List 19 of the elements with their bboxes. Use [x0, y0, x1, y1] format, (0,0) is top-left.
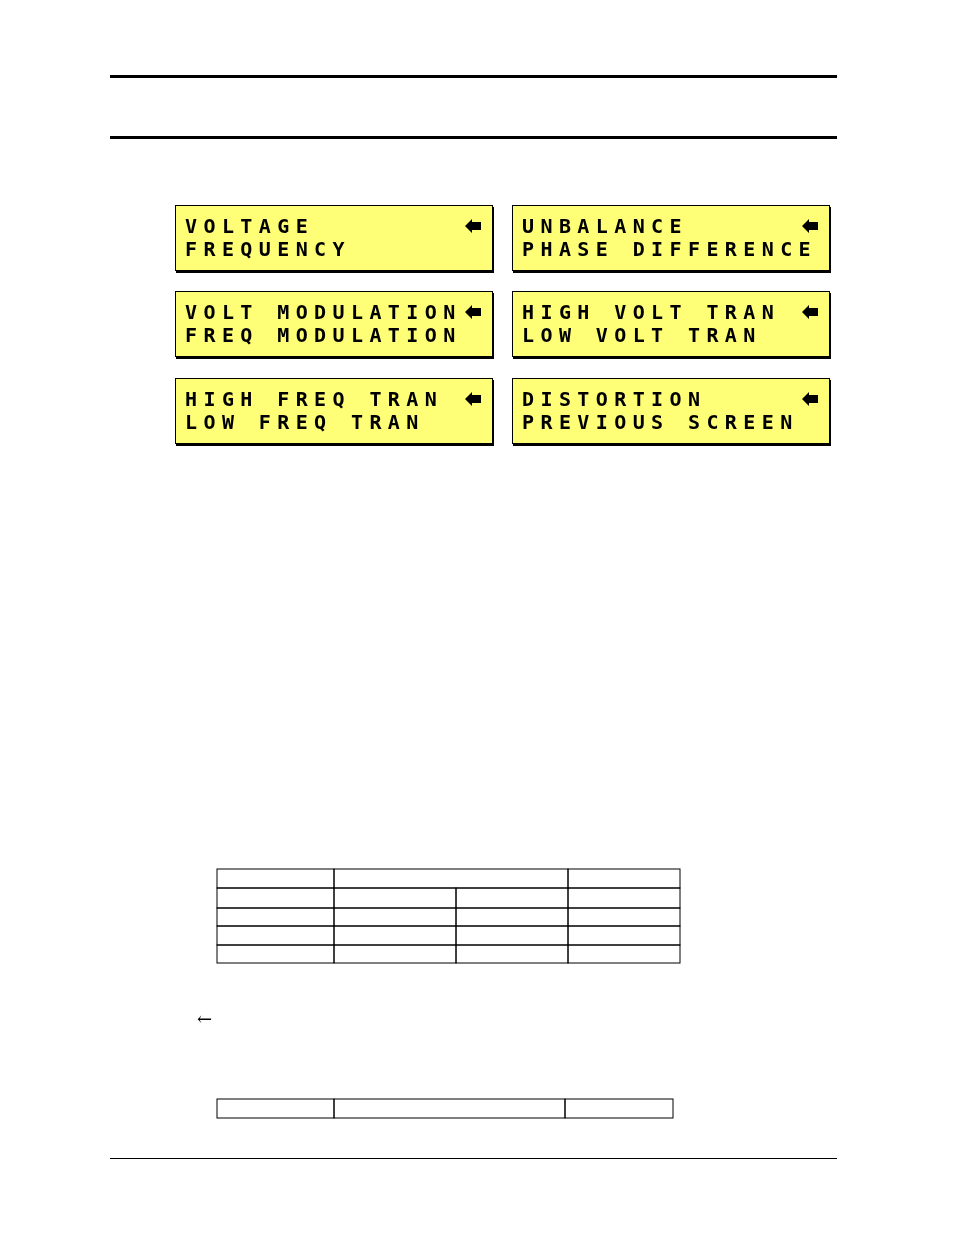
screen-text: PREVIOUS SCREEN: [522, 411, 799, 433]
screen-text: HIGH FREQ TRAN: [185, 388, 444, 410]
arrow-symbol: ←: [197, 1008, 213, 1029]
screen-text: VOLT MODULATION: [185, 301, 462, 323]
lcd-screen: [175, 291, 493, 357]
lcd-screen: [512, 291, 830, 357]
screen-text: DISTORTION: [522, 388, 707, 410]
screen-text: HIGH VOLT TRAN: [522, 301, 781, 323]
screen-text: FREQUENCY: [185, 238, 351, 260]
screen-text: LOW FREQ TRAN: [185, 411, 425, 433]
screen-text: PHASE DIFFERENCE: [522, 238, 818, 260]
lcd-screen: [512, 205, 830, 271]
lcd-screen: [175, 378, 493, 444]
screen-text: LOW VOLT TRAN: [522, 324, 762, 346]
screen-text: UNBALANCE: [522, 215, 688, 237]
screen-text: VOLTAGE: [185, 215, 315, 237]
lcd-screen: [512, 378, 830, 444]
screen-text: FREQ MODULATION: [185, 324, 462, 346]
lcd-screen: [175, 205, 493, 271]
